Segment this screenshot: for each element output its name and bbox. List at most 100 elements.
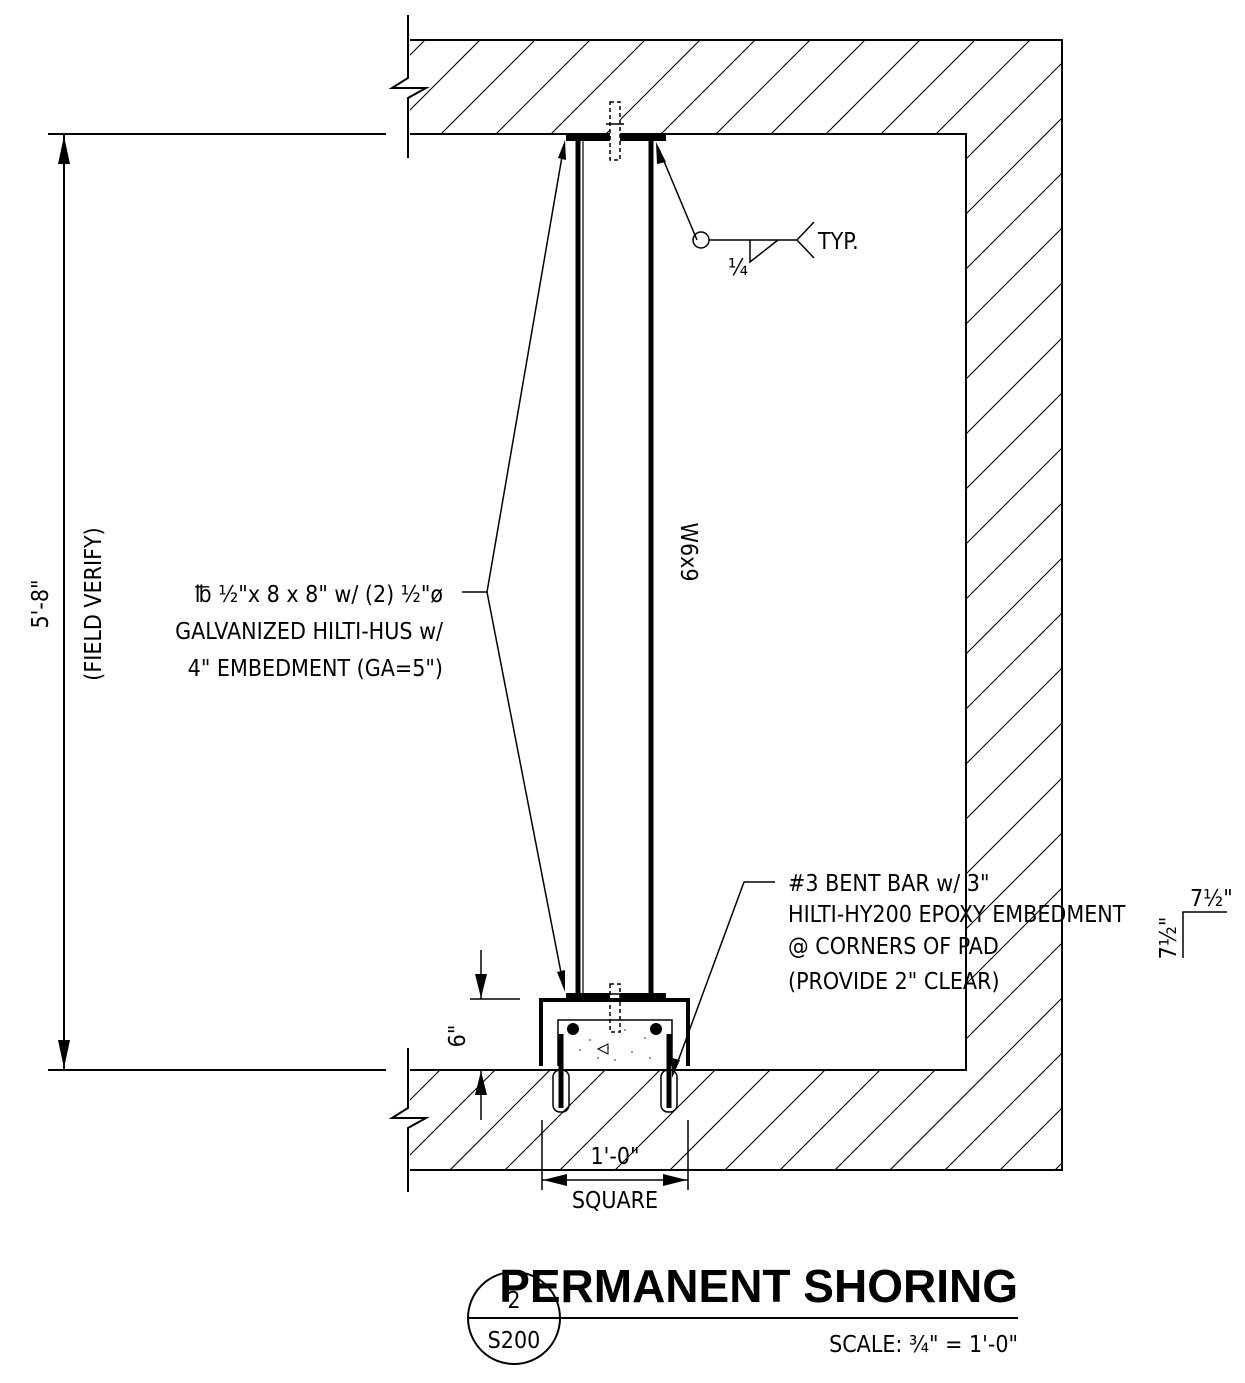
hatch-line [0, 0, 850, 1300]
member-label: W6x9 [675, 522, 701, 581]
hatch-line [779, 1070, 881, 1170]
bar-note-line-3: @ CORNERS OF PAD [788, 934, 999, 960]
hatch-line [1090, 0, 1245, 1300]
hatch-line [540, 0, 1245, 1300]
plate-note-line-2: GALVANIZED HILTI-HUS w/ [175, 619, 443, 645]
hatch-line [925, 0, 1245, 1300]
detail-bubble [467, 1271, 1018, 1365]
break-line-top [388, 15, 430, 158]
hatch-line [815, 0, 1245, 1300]
hatch-line [410, 40, 426, 56]
weld-typ-note: TYP. [817, 229, 859, 255]
hatch-line [605, 40, 701, 134]
hatch-line [966, 282, 1062, 380]
hatch-line [935, 40, 1031, 134]
hatch-line [650, 0, 1245, 1300]
hatch-line [0, 0, 960, 1300]
hatch-line [0, 0, 1245, 1300]
hatch-line [0, 0, 300, 1300]
hatch-line [1090, 0, 1245, 1300]
hatch-line [0, 0, 1180, 1300]
chamfer-symbol [1182, 911, 1227, 958]
hatch-line [966, 227, 1062, 325]
pad-width-note: SQUARE [572, 1188, 658, 1214]
hatch-line [724, 1070, 826, 1170]
bottom-base-plate [566, 983, 666, 1033]
hatch-line [966, 612, 1062, 710]
hatch-line [966, 942, 1062, 1040]
hatch-line [265, 0, 1245, 1300]
hatch-line [980, 0, 1245, 1300]
bar-callout-leader [672, 881, 775, 1078]
hatch-line [944, 1070, 1046, 1170]
hatch-line [449, 1070, 551, 1170]
hatch-line [966, 447, 1062, 545]
hatch-line [966, 172, 1062, 270]
height-dimension-label: 5'-8" [28, 580, 54, 629]
hatch-line [705, 0, 1245, 1300]
hatch-line [0, 0, 795, 1300]
w6x9-column [575, 141, 654, 993]
hatch-line [375, 0, 1245, 1300]
plate-callout-leader [462, 140, 566, 992]
detail-number: 2 [507, 1288, 520, 1314]
break-line-bottom [388, 1048, 430, 1192]
hatch-line [966, 337, 1062, 435]
hatch-line [0, 0, 300, 1300]
hatch-line [614, 1070, 716, 1170]
hatch-line [320, 0, 1245, 1300]
hatch-line [0, 0, 355, 1300]
hatch-line [0, 0, 520, 1300]
hatch-line [0, 0, 740, 1300]
hatch-line [100, 0, 1245, 1300]
hatch-line [880, 40, 976, 134]
top-base-plate [566, 101, 666, 161]
pad-width-label: 1'-0" [591, 1144, 640, 1170]
hatch-line [980, 0, 1245, 1300]
hatch-line [0, 0, 1015, 1300]
hatch-line [660, 40, 756, 134]
hatch-line [999, 1107, 1062, 1170]
hatch-line [595, 0, 1245, 1300]
hatch-line [485, 0, 1245, 1300]
hatch-line [0, 0, 905, 1300]
chamfer-horizontal-label: 7½" [1190, 886, 1233, 912]
hatch-line [0, 0, 355, 1300]
hatch-line [989, 997, 1062, 1070]
hatch-line [1045, 117, 1062, 134]
hatch-line [0, 0, 1015, 1300]
hatch-line [834, 1070, 936, 1170]
bar-note-line-4: (PROVIDE 2" CLEAR) [788, 969, 1000, 995]
hatch-line [0, 0, 795, 1300]
sheet-number: S200 [488, 1328, 541, 1354]
hatch-line [100, 0, 1245, 1300]
hatch-line [966, 887, 1062, 985]
scale-label: SCALE: ¾" = 1'-0" [829, 1332, 1018, 1358]
hatch-line [966, 832, 1062, 930]
height-dimension [48, 133, 386, 1071]
hatch-line [0, 0, 850, 1300]
hatch-line [870, 0, 1245, 1300]
hatch-line [825, 40, 921, 134]
hatch-line [0, 0, 1245, 1300]
hatch-line [770, 40, 866, 134]
bent-bar-left [552, 1034, 570, 1113]
hatch-line [1054, 1162, 1062, 1170]
weld-size-label: ¼ [728, 255, 748, 281]
weld-symbol [656, 142, 815, 264]
concrete-hatch-bottom [0, 0, 1245, 1300]
hatch-line [715, 40, 811, 134]
hatch-line [966, 392, 1062, 490]
hatch-line [1035, 0, 1245, 1300]
hatch-line [155, 0, 1245, 1300]
hatch-line [210, 0, 1245, 1300]
pad-depth-label: 6" [445, 1025, 471, 1048]
hatch-line [0, 0, 410, 1300]
bar-note-line-1: #3 BENT BAR w/ 3" [788, 871, 989, 897]
hatch-line [0, 0, 300, 1300]
hatch-line [966, 722, 1062, 820]
hatch-line [410, 1070, 496, 1156]
hatch-line [1044, 1052, 1062, 1070]
concrete-hatch-right [0, 0, 1245, 1300]
